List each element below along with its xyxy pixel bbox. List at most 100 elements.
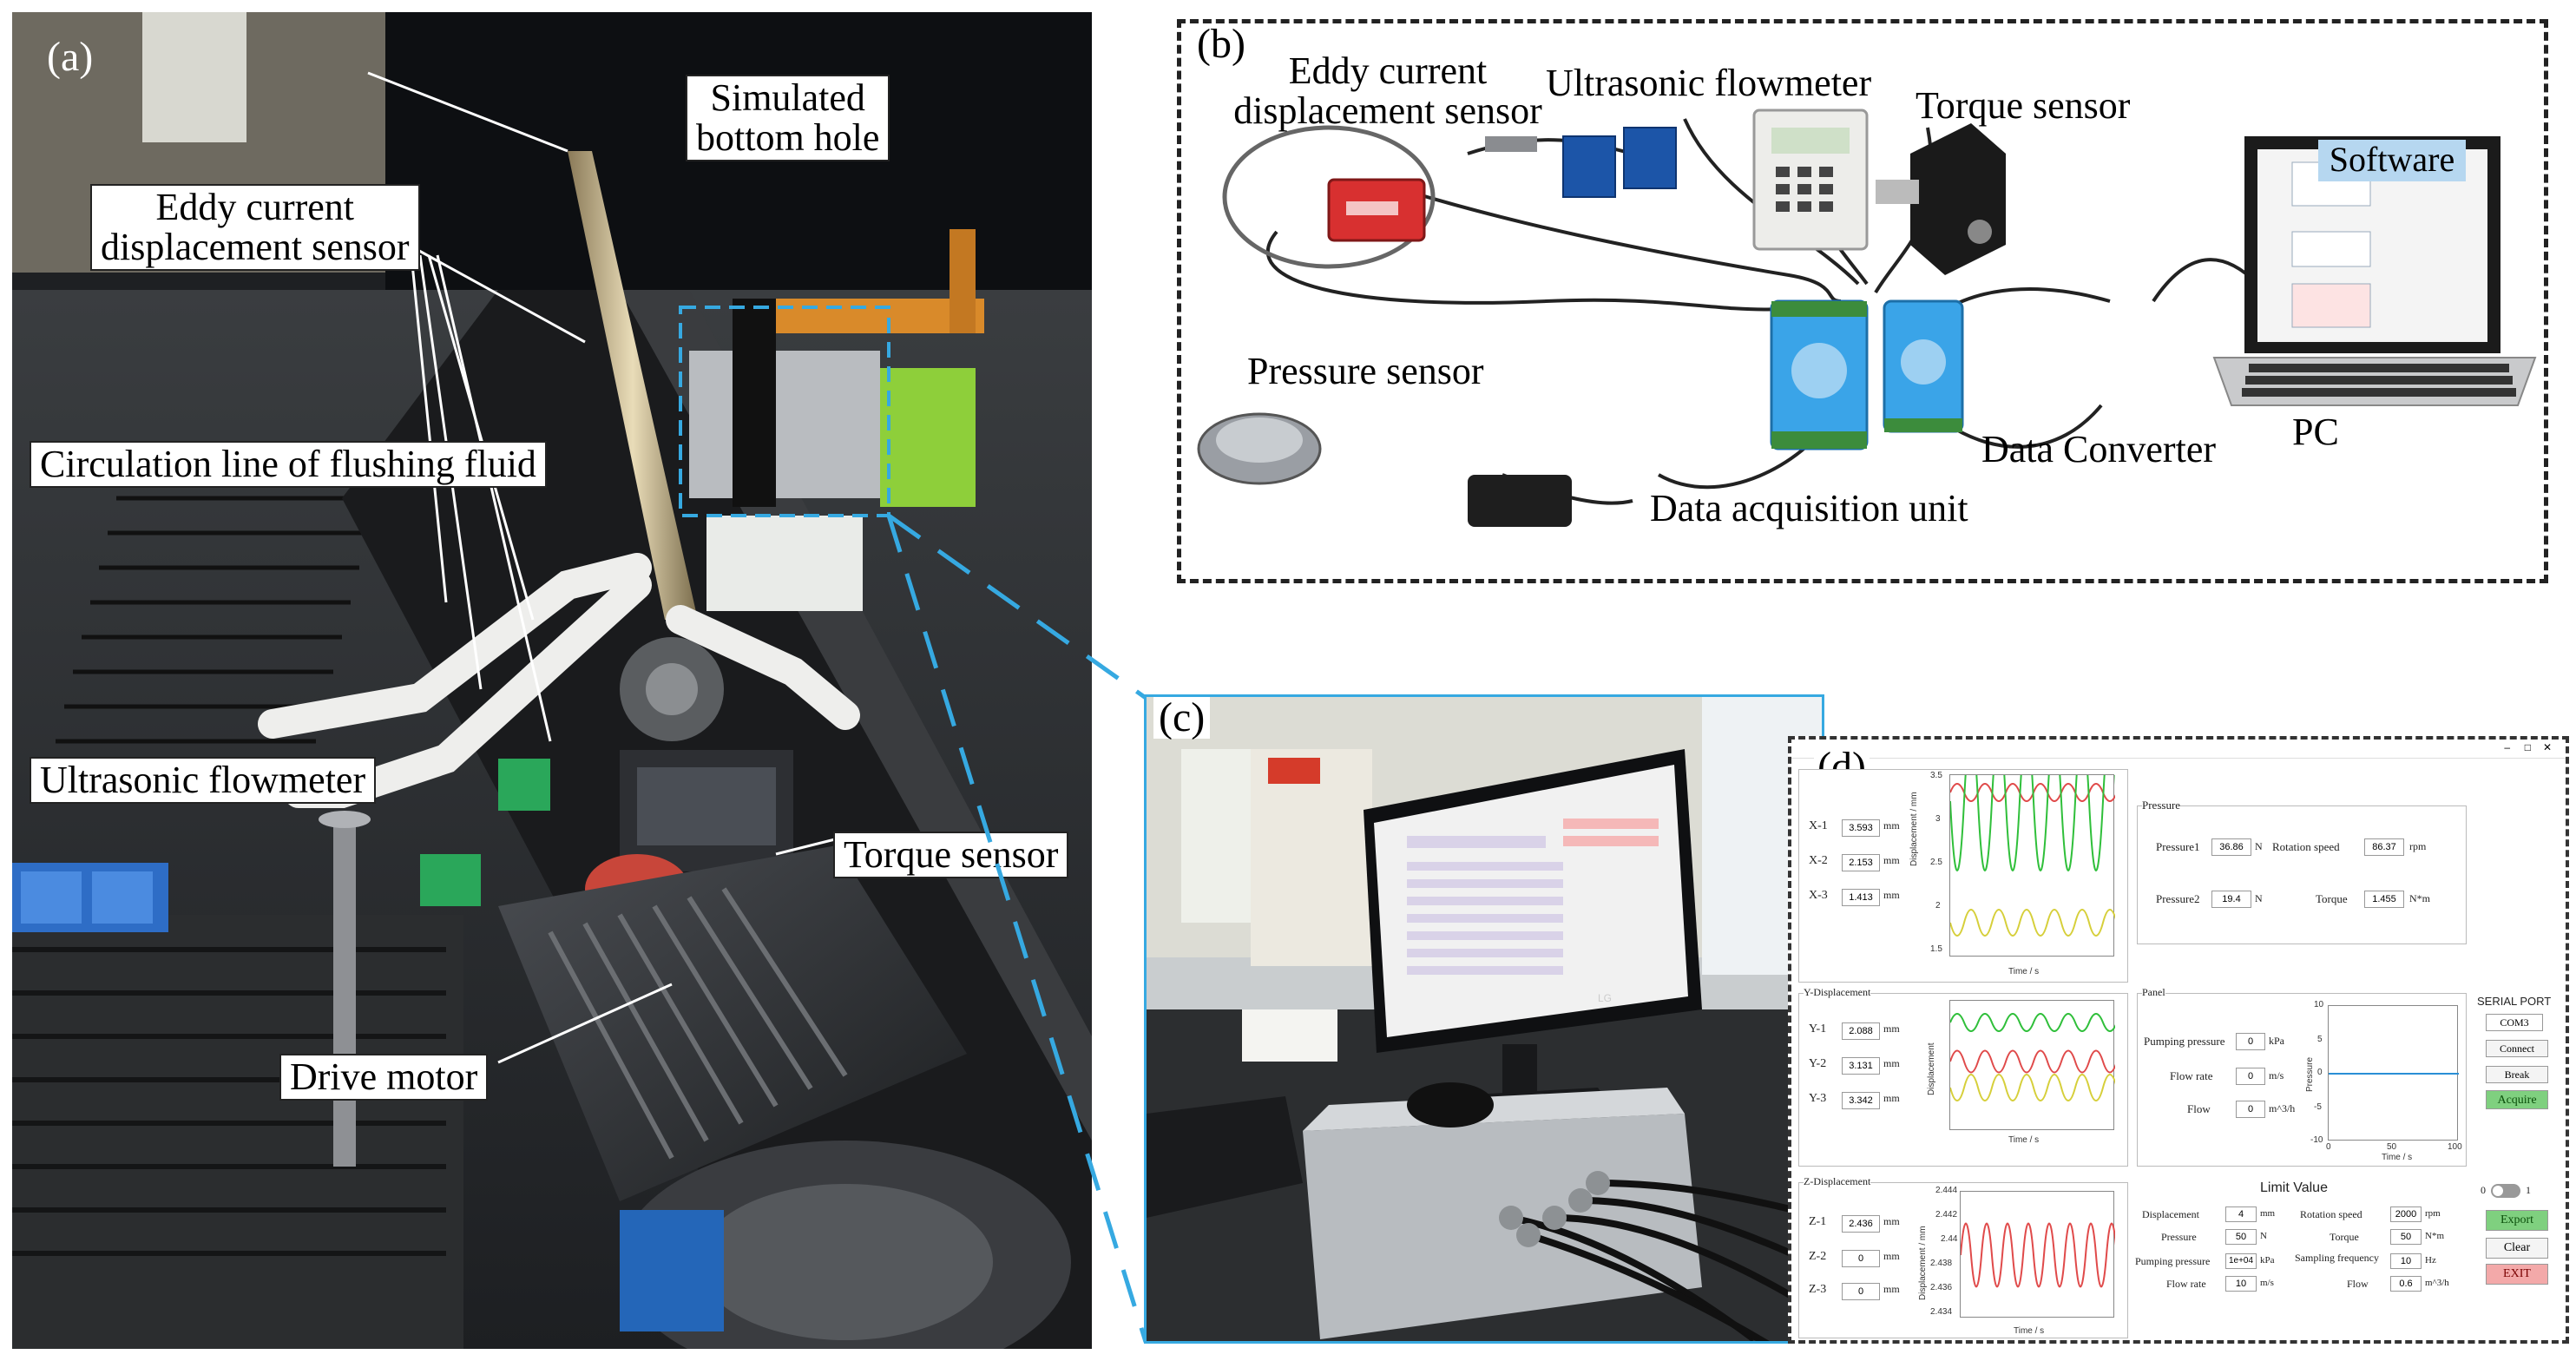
- serial-port-select[interactable]: COM3: [2486, 1014, 2543, 1031]
- y1-value[interactable]: 2.088: [1842, 1022, 1880, 1040]
- export-button[interactable]: Export: [2486, 1210, 2548, 1231]
- z-ytick: 2.444: [1935, 1186, 1958, 1195]
- maximize-icon[interactable]: □: [2524, 741, 2531, 753]
- minimize-icon[interactable]: –: [2504, 741, 2510, 753]
- limit-flow-value[interactable]: 0.6: [2390, 1276, 2422, 1292]
- z1-unit: mm: [1883, 1215, 1900, 1227]
- rotation-value[interactable]: 86.37: [2364, 838, 2404, 856]
- flow-unit: m^3/h: [2269, 1102, 2296, 1114]
- label-drive-motor: Drive motor: [279, 1054, 489, 1101]
- panel-a-letter: (a): [47, 34, 94, 80]
- connector-bottom: [886, 515, 1148, 1343]
- z-ytick: 2.436: [1930, 1283, 1953, 1292]
- z1-label: Z-1: [1809, 1215, 1827, 1228]
- x-xlabel: Time / s: [2008, 967, 2040, 976]
- pressure-xtick: 50: [2387, 1142, 2397, 1152]
- panel-c-letter: (c): [1153, 697, 1211, 739]
- pressure-group-title: Pressure: [2142, 799, 2181, 812]
- z2-value[interactable]: 0: [1842, 1250, 1880, 1267]
- schematic-eddy-sensor-label: Eddy current displacement sensor: [1214, 50, 1561, 131]
- y2-value[interactable]: 3.131: [1842, 1057, 1880, 1075]
- x-plot-svg: [1949, 740, 2118, 937]
- x-plot: [1949, 740, 2118, 957]
- torque-sensor-body: [1910, 123, 2006, 275]
- x1-value[interactable]: 3.593: [1842, 819, 1880, 837]
- x-ytick: 3.5: [1930, 771, 1942, 780]
- flow-rate-unit: m/s: [2269, 1069, 2284, 1082]
- z-xlabel: Time / s: [2014, 1326, 2045, 1336]
- z-ylabel: Displacement / mm: [1918, 1226, 1928, 1300]
- clear-button[interactable]: Clear: [2486, 1238, 2548, 1259]
- acquire-button[interactable]: Acquire: [2486, 1090, 2548, 1109]
- x2-value[interactable]: 2.153: [1842, 854, 1880, 871]
- y2-unit: mm: [1883, 1057, 1900, 1069]
- software-titlebar: – □ ✕: [1791, 740, 2566, 759]
- limit-displacement-value[interactable]: 4: [2225, 1206, 2257, 1222]
- flow-value[interactable]: 0: [2236, 1101, 2265, 1118]
- break-button[interactable]: Break: [2486, 1066, 2548, 1083]
- eddy-cable-2: [1397, 187, 1842, 303]
- toggle-on-label: 1: [2526, 1184, 2531, 1196]
- limit-flow-label: Flow: [2347, 1278, 2369, 1290]
- limit-pumping-value[interactable]: 1e+04: [2225, 1253, 2257, 1269]
- close-icon[interactable]: ✕: [2542, 741, 2552, 753]
- schematic-daq-label: Data acquisition unit: [1650, 487, 1968, 529]
- rotation-label: Rotation speed: [2272, 840, 2340, 853]
- limit-sampling-value[interactable]: 10: [2390, 1253, 2422, 1269]
- x2-unit: mm: [1883, 854, 1900, 866]
- panel-c-photo: LG (c): [1144, 694, 1824, 1344]
- torque-unit: N*m: [2409, 892, 2430, 904]
- pressure-ytick: 5: [2317, 1035, 2323, 1044]
- limit-rotation-value[interactable]: 2000: [2390, 1206, 2422, 1222]
- limit-pumping-label: Pumping pressure: [2135, 1255, 2211, 1267]
- limit-value-title: Limit Value: [2260, 1180, 2328, 1195]
- toggle-off-label: 0: [2481, 1184, 2486, 1196]
- schematic-converter-label: Data Converter: [1981, 428, 2216, 470]
- y3-value[interactable]: 3.342: [1842, 1092, 1880, 1109]
- pressure1-label: Pressure1: [2156, 840, 2200, 853]
- limit-rotation-unit: rpm: [2425, 1208, 2441, 1219]
- acquire-toggle[interactable]: [2491, 1184, 2520, 1198]
- z3-value[interactable]: 0: [1842, 1283, 1880, 1300]
- schematic-pressure-label: Pressure sensor: [1247, 350, 1484, 392]
- limit-torque-unit: N*m: [2425, 1231, 2444, 1241]
- pressure1-value[interactable]: 36.86: [2211, 838, 2251, 856]
- limit-flow-unit: m^3/h: [2425, 1278, 2449, 1288]
- label-line: Eddy current: [155, 186, 355, 228]
- pressure2-label: Pressure2: [2156, 892, 2200, 905]
- panel-b-letter: (b): [1197, 21, 1245, 67]
- flow-rate-value[interactable]: 0: [2236, 1068, 2265, 1085]
- x3-label: X-3: [1809, 889, 1828, 902]
- ultrasonic-probe-1: [1562, 135, 1616, 198]
- schematic-ultrasonic-label: Ultrasonic flowmeter: [1546, 62, 1872, 104]
- exit-button[interactable]: EXIT: [2486, 1264, 2548, 1285]
- limit-pressure-label: Pressure: [2161, 1231, 2197, 1243]
- z1-value[interactable]: 2.436: [1842, 1215, 1880, 1233]
- x-ytick: 2.5: [1930, 858, 1942, 867]
- schematic-torque-label: Torque sensor: [1916, 84, 2131, 127]
- connect-button[interactable]: Connect: [2486, 1040, 2548, 1057]
- pressure-plot-svg: [2329, 1073, 2459, 1075]
- limit-torque-value[interactable]: 50: [2390, 1229, 2422, 1245]
- pressure-plot: [2328, 1005, 2459, 1141]
- x2-label: X-2: [1809, 854, 1828, 867]
- z2-unit: mm: [1883, 1250, 1900, 1262]
- pumping-pressure-value[interactable]: 0: [2236, 1033, 2265, 1050]
- converter-pc-cable: [2152, 258, 2259, 303]
- pressure2-value[interactable]: 19.4: [2211, 891, 2251, 908]
- acquisition-setup-illustration: [1147, 697, 1822, 1341]
- label-torque-sensor: Torque sensor: [833, 832, 1069, 879]
- schematic-pc-label: PC: [2292, 411, 2339, 453]
- pressure-ytick: 10: [2314, 1000, 2324, 1009]
- limit-pressure-value[interactable]: 50: [2225, 1229, 2257, 1245]
- monitor-brand: LG: [1598, 992, 1613, 1004]
- x3-value[interactable]: 1.413: [1842, 889, 1880, 906]
- limit-flowrate-value[interactable]: 10: [2225, 1276, 2257, 1292]
- y1-label: Y-1: [1809, 1022, 1827, 1036]
- y3-unit: mm: [1883, 1092, 1900, 1104]
- y-ylabel: Displacement: [1927, 1042, 1936, 1095]
- eddy-coil-cable: [1222, 125, 1436, 269]
- pressure2-unit: N: [2255, 892, 2263, 904]
- torque-value[interactable]: 1.455: [2364, 891, 2404, 908]
- z-ytick: 2.438: [1930, 1259, 1953, 1268]
